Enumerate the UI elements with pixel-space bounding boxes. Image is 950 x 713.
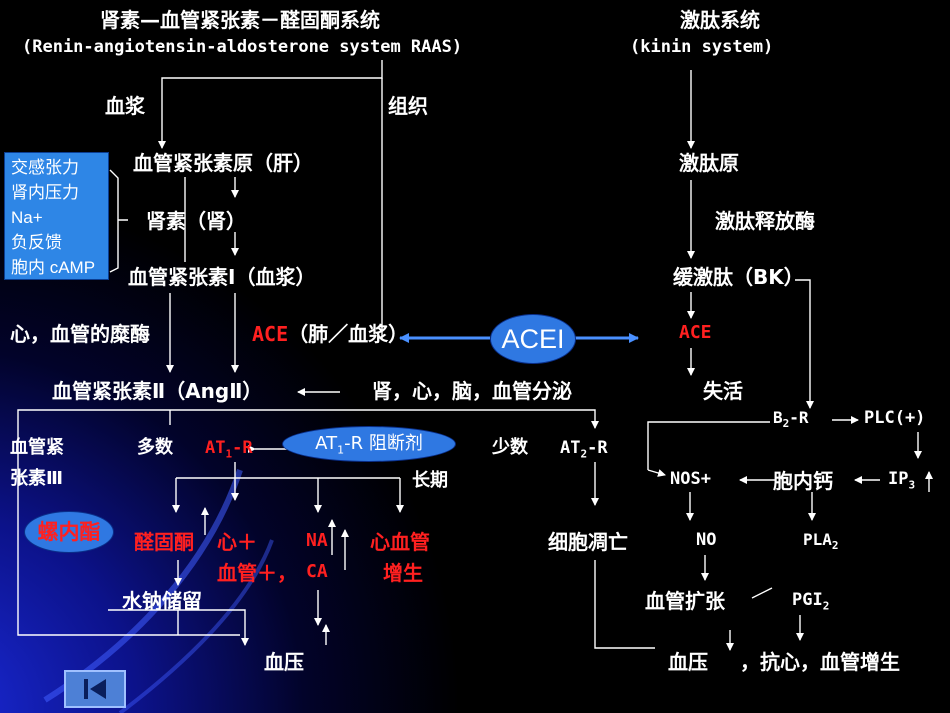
raas-title: 肾素—血管紧张素－醛固酮系统 [100, 8, 380, 32]
node-apoptosis: 细胞凋亡 [548, 530, 628, 554]
regulator-item: 肾内压力 [11, 183, 79, 202]
label-plasma: 血浆 [105, 94, 145, 118]
label-majority: 多数 [137, 437, 173, 458]
node-aldosterone: 醛固酮 [134, 530, 194, 554]
node-bradykinin: 缓激肽（BK） [673, 265, 804, 289]
ace-label: ACE [252, 322, 289, 346]
at1-blocker-oval: AT1-R 阻断剂 [282, 426, 456, 462]
regulator-item: 胞内 cAMP [11, 258, 96, 277]
label-ace-lung: ACE（肺／血浆） [252, 324, 408, 344]
node-intracellular-calcium: 胞内钙 [773, 469, 833, 493]
ace-source: （肺／血浆） [288, 322, 409, 346]
node-ip3: IP3 [888, 469, 916, 492]
node-blood-pressure-left: 血压 [264, 650, 304, 674]
node-cv-proliferation-line1: 心血管 [370, 530, 430, 554]
blocker-sub: 1 [337, 443, 345, 457]
spironolactone-oval: 螺内酯 [24, 511, 114, 553]
node-angiotensin-2: 血管紧张素Ⅱ（AngⅡ） [52, 379, 263, 403]
node-vasodilation: 血管扩张 [645, 589, 725, 613]
node-ca: CA [306, 561, 328, 582]
pla2-sub: 2 [831, 539, 839, 553]
pgi2-sub: 2 [822, 599, 830, 613]
blocker-tail: -R 阻断剂 [344, 433, 423, 454]
node-kininogen: 激肽原 [679, 151, 739, 175]
node-angiotensin-3-line2: 张素Ⅲ [10, 468, 64, 489]
label-chymase: 心，血管的糜酶 [10, 322, 150, 346]
label-minority: 少数 [492, 437, 528, 458]
blocker-main: AT [315, 433, 338, 454]
regulator-box: 交感张力 肾内压力 Na+ 负反馈 胞内 cAMP [4, 152, 109, 280]
node-cv-proliferation-line2: 增生 [383, 561, 423, 585]
node-na: NA [306, 530, 328, 551]
node-pgi2: PGI2 [792, 590, 830, 613]
label-tissue: 组织 [388, 94, 428, 118]
node-heart-plus: 心＋ [217, 530, 257, 554]
regulator-item: Na+ [11, 208, 43, 227]
label-long-term: 长期 [412, 470, 448, 491]
at1r-sub: 1 [225, 447, 233, 461]
node-kallikrein: 激肽释放酶 [715, 209, 815, 233]
node-vessel-plus: 血管＋， [217, 561, 297, 585]
raas-subtitle: (Renin-angiotensin-aldosterone system RA… [22, 37, 463, 57]
node-at2r: AT2-R [560, 438, 608, 461]
at2r-sub: 2 [580, 447, 588, 461]
first-slide-button[interactable] [64, 670, 126, 708]
at2r-main: AT [560, 438, 581, 458]
node-blood-pressure-right: 血压 [668, 650, 708, 674]
ip3-main: IP [888, 469, 909, 489]
node-no: NO [696, 530, 717, 550]
node-at1r: AT1-R [205, 438, 253, 461]
node-renin: 肾素（肾） [146, 209, 246, 233]
label-local-secretion: 肾，心，脑，血管分泌 [372, 379, 572, 403]
b2r-main: B [773, 408, 783, 427]
node-nos: NOS+ [670, 469, 711, 489]
node-plc: PLC(+) [864, 408, 926, 428]
acei-oval: ACEI [490, 314, 576, 364]
node-angiotensin-1: 血管紧张素Ⅰ（血浆） [128, 265, 316, 289]
skip-to-start-icon [84, 679, 106, 699]
node-inactivation: 失活 [703, 379, 743, 403]
ip3-sub: 3 [908, 478, 916, 492]
node-angiotensin-3-line1: 血管紧 [10, 437, 64, 458]
regulator-item: 负反馈 [11, 233, 62, 252]
node-anti-proliferation: ，抗心，血管增生 [740, 650, 900, 674]
pla2-main: PLA [803, 530, 832, 549]
kinin-title: 激肽系统 [680, 8, 760, 32]
pgi2-main: PGI [792, 590, 823, 610]
node-pla2: PLA2 [803, 530, 839, 553]
node-water-sodium-retention: 水钠储留 [122, 589, 202, 613]
node-angiotensinogen: 血管紧张素原（肝） [133, 151, 313, 175]
kinin-subtitle: (kinin system) [630, 37, 774, 57]
b2r-sub: 2 [782, 417, 790, 431]
at1r-main: AT [205, 438, 226, 458]
at1r-tail: -R [232, 438, 253, 458]
b2r-tail: -R [789, 408, 809, 427]
at2r-tail: -R [587, 438, 608, 458]
label-ace-kinin: ACE [679, 322, 712, 343]
node-b2r: B2-R [773, 408, 809, 431]
regulator-item: 交感张力 [11, 158, 79, 177]
